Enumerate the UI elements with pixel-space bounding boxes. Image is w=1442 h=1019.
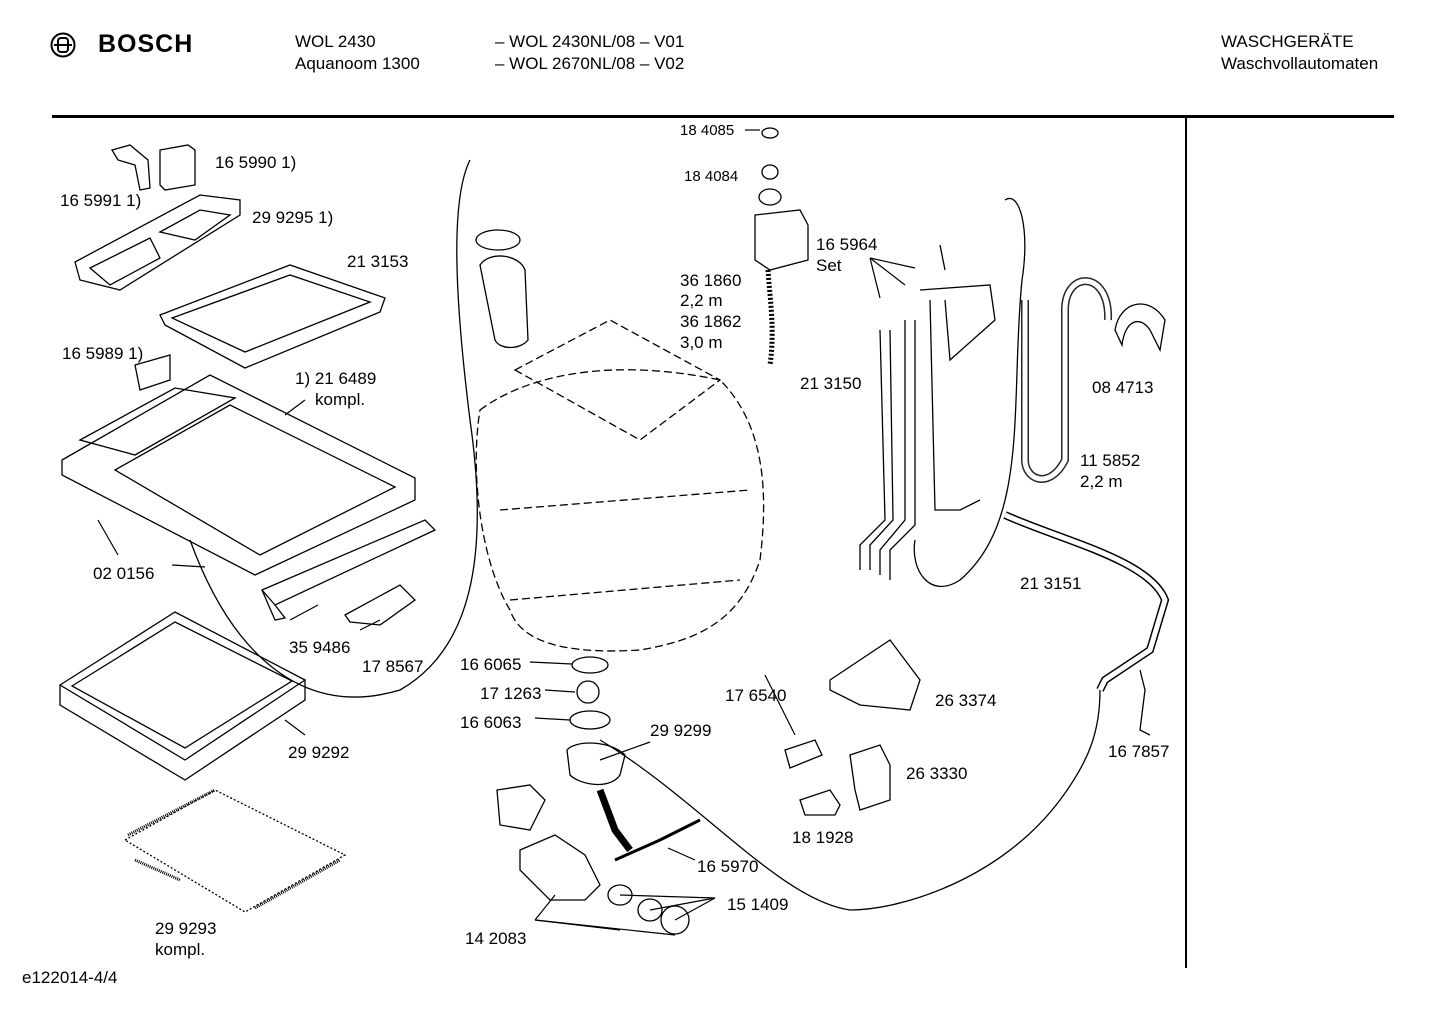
- boot-ring: [475, 229, 521, 251]
- part-label-142083: 14 2083: [465, 929, 527, 948]
- part-label-299293: 29 9293: [155, 919, 217, 938]
- bosch-logo: BOSCH: [50, 30, 193, 59]
- part-label-176540: 17 6540: [725, 686, 787, 705]
- part-label-115852-length: 2,2 m: [1080, 472, 1123, 491]
- drawer-housing-shape: [159, 264, 386, 369]
- spring-left: [127, 788, 216, 837]
- part-label-115852: 11 5852: [1080, 451, 1141, 470]
- plug-181928-shape: [799, 789, 841, 816]
- category-title: WASCHGERÄTE: [1221, 32, 1354, 51]
- hose-bracket-084713: [1114, 303, 1166, 353]
- pump-142083-shape: [519, 834, 601, 901]
- connector: [758, 188, 782, 206]
- sump-299299-shape: [566, 742, 626, 786]
- part-label-299299: 29 9299: [650, 721, 712, 740]
- hose-115852-inner: [1022, 278, 1111, 482]
- part-label-165970: 16 5970: [697, 857, 759, 876]
- door-lock-shape: [344, 584, 417, 626]
- part-label-165990: 16 5990 1): [215, 153, 297, 172]
- category-subtitle: Waschvollautomaten: [1221, 54, 1379, 73]
- grouping-loop-valve: [913, 197, 1026, 587]
- hose-213151-inner: [1003, 512, 1168, 692]
- part-label-165964: 16 5964: [816, 235, 878, 254]
- part-label-178567: 17 8567: [362, 657, 424, 676]
- filter-ring-2: [637, 898, 663, 922]
- seal-166065: [571, 656, 609, 674]
- brand-name: BOSCH: [98, 30, 194, 58]
- clip-167857: [1139, 669, 1151, 736]
- part-label-299292: 29 9292: [288, 743, 350, 762]
- part-label-216489-kompl: kompl.: [315, 390, 366, 409]
- bosch-armature-icon: [50, 32, 76, 57]
- valve-263374-shape: [829, 639, 921, 711]
- part-label-213150: 21 3150: [800, 374, 862, 393]
- valve-block-shape: [754, 209, 809, 271]
- part-label-216489: 1) 21 6489: [295, 369, 377, 388]
- valve-263330-shape: [849, 744, 891, 811]
- part-label-213151: 21 3151: [1020, 574, 1082, 593]
- top-cover-frame-shape: [61, 354, 416, 576]
- ring-166063: [569, 710, 611, 730]
- right-margin-rule: [1185, 118, 1187, 968]
- part-label-213153: 21 3153: [347, 252, 409, 271]
- diagram-code: e122014-4/4: [22, 968, 118, 987]
- part-label-167857: 16 7857: [1108, 742, 1170, 761]
- lid-frame-shape: [58, 611, 307, 781]
- bellows-shape: [479, 255, 529, 349]
- seal-184084: [761, 164, 779, 180]
- part-label-020156: 02 0156: [93, 564, 155, 583]
- part-label-361862-length: 3,0 m: [680, 333, 723, 352]
- variant-v02: – WOL 2670NL/08 – V02: [495, 54, 685, 73]
- part-label-361862: 36 1862: [680, 312, 742, 331]
- part-label-299295: 29 9295 1): [252, 208, 334, 227]
- model-number: WOL 2430: [295, 32, 376, 51]
- lid-spring-panel-shape: [123, 789, 347, 913]
- drum-tub-shape: [475, 319, 765, 652]
- part-label-171263: 17 1263: [480, 684, 542, 703]
- variant-v01: – WOL 2430NL/08 – V01: [495, 32, 685, 51]
- part-label-361860-length: 2,2 m: [680, 291, 723, 310]
- part-label-165989: 16 5989 1): [62, 344, 144, 363]
- ball-171263: [576, 680, 600, 704]
- part-label-166065: 16 6065: [460, 655, 522, 674]
- category-info: WASCHGERÄTE Waschvollautomaten: [1221, 31, 1378, 75]
- dispenser-drawer-shape: [74, 194, 241, 291]
- hose-213151: [1003, 511, 1170, 692]
- bracket-176540-shape: [784, 739, 823, 769]
- part-label-165964-set: Set: [816, 256, 842, 275]
- part-label-181928: 18 1928: [792, 828, 854, 847]
- spring-right: [254, 858, 341, 910]
- control-bar-shape: [260, 519, 437, 621]
- filter-cap: [660, 905, 690, 935]
- part-label-184084: 18 4084: [684, 168, 739, 185]
- part-label-263330: 26 3330: [906, 764, 968, 783]
- manifold-213150-shape: [859, 244, 996, 580]
- model-name: Aquanoom 1300: [295, 54, 420, 73]
- corrugated-hose: [596, 788, 633, 853]
- grouping-loop-right: [599, 689, 1101, 911]
- hose-165970: [614, 818, 701, 862]
- part-label-359486: 35 9486: [289, 638, 351, 657]
- dispenser-clip-shape: [111, 144, 196, 191]
- part-label-263374: 26 3374: [935, 691, 997, 710]
- variant-info: – WOL 2430NL/08 – V01 – WOL 2670NL/08 – …: [495, 31, 684, 75]
- model-info: WOL 2430 Aquanoom 1300: [295, 31, 420, 75]
- part-label-151409: 15 1409: [727, 895, 789, 914]
- nut-184085: [761, 127, 779, 139]
- hose-361860: [765, 269, 775, 366]
- leader-lines: [97, 129, 916, 936]
- part-label-165991: 16 5991 1): [60, 191, 142, 210]
- part-label-184085: 18 4085: [680, 122, 735, 139]
- part-label-299293-kompl: kompl.: [155, 940, 206, 959]
- part-label-361860: 36 1860: [680, 271, 742, 290]
- spring-bottom: [134, 858, 181, 882]
- grouping-loop-left: [189, 159, 478, 698]
- part-label-166063: 16 6063: [460, 713, 522, 732]
- header-rule: [52, 115, 1394, 118]
- part-label-084713: 08 4713: [1092, 378, 1154, 397]
- pump-cover: [496, 784, 546, 831]
